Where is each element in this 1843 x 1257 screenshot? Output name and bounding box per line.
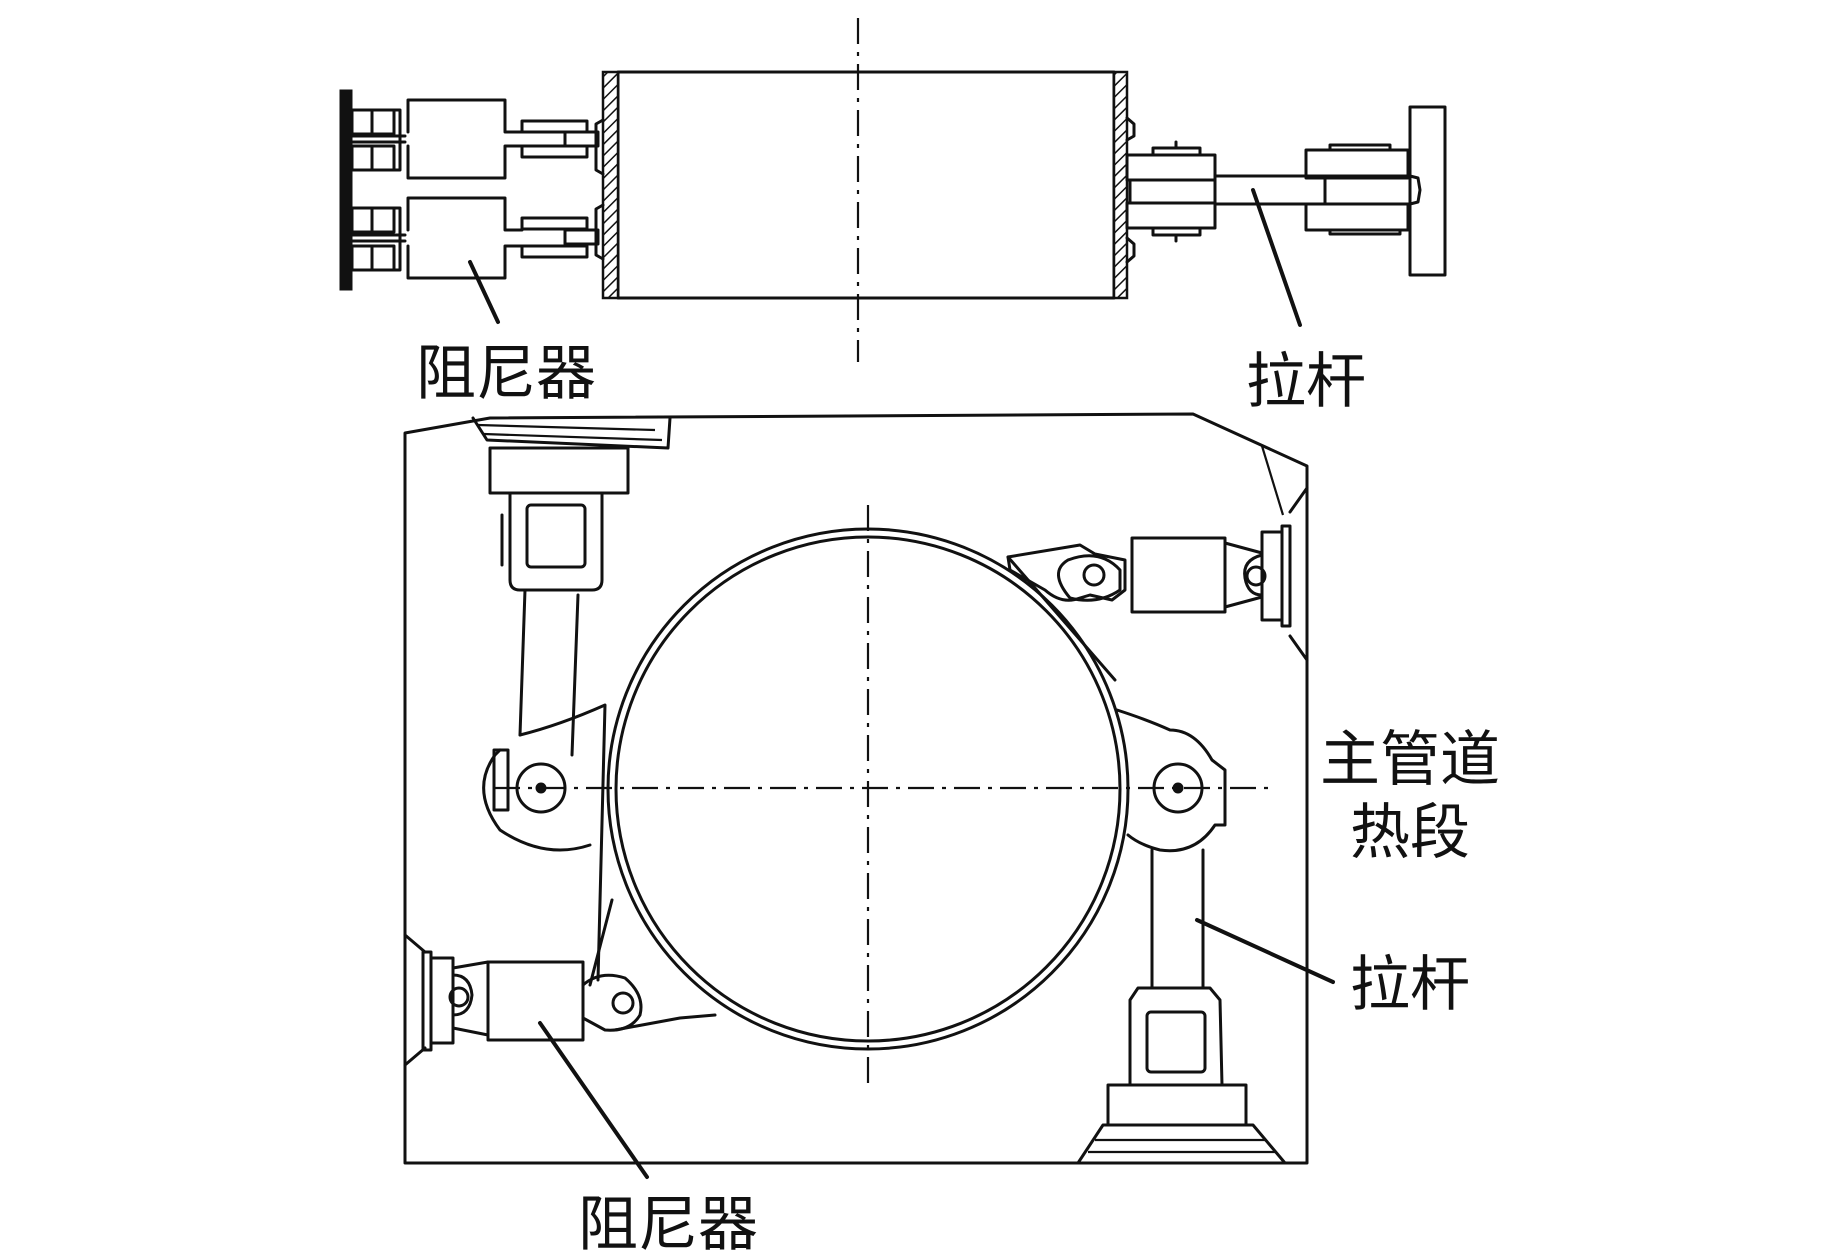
top-tie-rod-assembly bbox=[1125, 105, 1447, 277]
section-tie-rod-label: 拉杆 bbox=[1350, 950, 1470, 1020]
clevis-plate bbox=[520, 144, 589, 159]
bolt-block bbox=[370, 206, 396, 234]
pipe-left-wall-hatched bbox=[601, 70, 620, 300]
left-pivot-plate bbox=[492, 748, 510, 812]
left-lug-lower bbox=[594, 203, 605, 261]
pipe-right-wall-hatched bbox=[1112, 70, 1129, 300]
pipe-inner-wall bbox=[614, 535, 1122, 1043]
top-tie-rod-label: 拉杆 bbox=[1246, 347, 1366, 417]
main-pipe-label-line2: 热段 bbox=[1350, 798, 1470, 868]
main-pipe-label-line1: 主管道 bbox=[1320, 725, 1500, 795]
ul-rod-head bbox=[508, 491, 604, 592]
right-pivot-circle bbox=[1152, 762, 1204, 814]
damper-rod bbox=[350, 233, 407, 243]
clevis-pin bbox=[563, 228, 600, 246]
section-view: 主管道 热段 拉杆 阻尼器 bbox=[403, 412, 1500, 1257]
section-damper-label: 阻尼器 bbox=[578, 1190, 758, 1257]
ur-damper-body bbox=[1130, 536, 1227, 614]
bolt-block bbox=[350, 244, 374, 272]
lr-rod-window bbox=[1145, 1010, 1207, 1074]
rod-clevis-top bbox=[1125, 153, 1217, 182]
ul-rod-shaft-right bbox=[570, 593, 580, 757]
bolt-block bbox=[350, 108, 374, 136]
ll-mount-brace bbox=[403, 933, 427, 1067]
pipe-body bbox=[616, 70, 1116, 300]
ul-rod-window bbox=[525, 503, 587, 569]
bolt-block bbox=[350, 206, 374, 234]
ur-clevis bbox=[1243, 553, 1264, 597]
upper-left-tie-rod bbox=[471, 416, 672, 982]
ul-rod-shaft-left bbox=[518, 588, 527, 737]
bolt-block bbox=[370, 108, 396, 136]
ul-base-trapezoid bbox=[471, 416, 672, 450]
lower-right-tie-rod bbox=[1076, 708, 1287, 1165]
left-pivot-lug bbox=[482, 748, 592, 852]
section-damper-leader bbox=[538, 1021, 649, 1179]
ur-mount-brace bbox=[1288, 486, 1309, 662]
upper-right-damper bbox=[1006, 445, 1309, 682]
right-flange bbox=[1328, 143, 1392, 152]
lr-rod-head bbox=[1128, 986, 1224, 1087]
ul-base-block bbox=[488, 446, 630, 495]
lr-base-block bbox=[1106, 1083, 1248, 1127]
right-lug-lower bbox=[1125, 236, 1136, 264]
compartment-outline bbox=[403, 412, 1309, 1165]
right-pin-block bbox=[1323, 174, 1412, 206]
top-tie-rod-leader bbox=[1251, 188, 1302, 327]
top-damper-lower bbox=[350, 196, 600, 280]
rod-end bbox=[1128, 178, 1137, 205]
section-tie-rod-leader bbox=[1195, 918, 1335, 984]
top-damper-leader bbox=[468, 260, 500, 324]
clevis-plate bbox=[520, 216, 589, 231]
right-pin-head bbox=[1408, 174, 1422, 206]
right-pivot-center bbox=[1172, 782, 1184, 794]
right-anchor-plate bbox=[1408, 105, 1447, 277]
ll-mount-plate bbox=[429, 956, 455, 1045]
right-pivot-lug bbox=[1115, 708, 1227, 853]
ur-mount-flange bbox=[1280, 524, 1292, 628]
ll-lug-upper-edge bbox=[588, 898, 614, 987]
lower-left-damper bbox=[403, 898, 717, 1067]
rod-clevis-right-bottom bbox=[1304, 202, 1410, 232]
ul-base-layers bbox=[477, 423, 663, 442]
main-pipe-cylinder bbox=[594, 70, 1136, 300]
ur-chamfer-line bbox=[1260, 445, 1285, 516]
left-wall-plate bbox=[339, 89, 353, 291]
ll-damper-body bbox=[486, 960, 585, 1042]
left-pipe-lug bbox=[518, 703, 607, 982]
rod-clevis-bottom bbox=[1125, 201, 1217, 230]
ll-clevis bbox=[451, 973, 474, 1017]
lr-base-trapezoid bbox=[1076, 1123, 1287, 1165]
ll-lug-lower-edge bbox=[613, 1013, 717, 1032]
ur-lug-edge bbox=[1006, 555, 1117, 682]
clevis-plate bbox=[520, 244, 589, 259]
bolt-cap bbox=[392, 206, 402, 272]
tie-rod-shaft bbox=[1213, 174, 1327, 206]
bolt-cap bbox=[392, 108, 402, 172]
ll-clevis-pin bbox=[448, 986, 470, 1008]
top-damper-label: 阻尼器 bbox=[416, 339, 596, 409]
ur-lug-hole bbox=[1082, 563, 1106, 587]
damper-body bbox=[406, 196, 524, 280]
rod-clevis-right-top bbox=[1304, 148, 1410, 180]
bolt-block bbox=[350, 144, 374, 172]
ur-clevis-pin bbox=[1245, 565, 1267, 587]
ll-lug-hole bbox=[611, 991, 635, 1015]
bolt-block bbox=[370, 144, 396, 172]
damper-rod bbox=[350, 134, 407, 144]
clevis-pin bbox=[563, 130, 600, 148]
bolt-block bbox=[370, 244, 396, 272]
top-view: 阻尼器 拉杆 bbox=[339, 18, 1447, 417]
right-flange bbox=[1328, 228, 1402, 236]
right-lug-upper bbox=[1125, 116, 1136, 142]
lr-base-layers bbox=[1088, 1138, 1275, 1154]
damper-body bbox=[406, 98, 524, 180]
ur-lug-boss bbox=[1057, 554, 1122, 602]
top-damper-upper bbox=[350, 98, 600, 180]
clevis-plate bbox=[520, 119, 589, 134]
